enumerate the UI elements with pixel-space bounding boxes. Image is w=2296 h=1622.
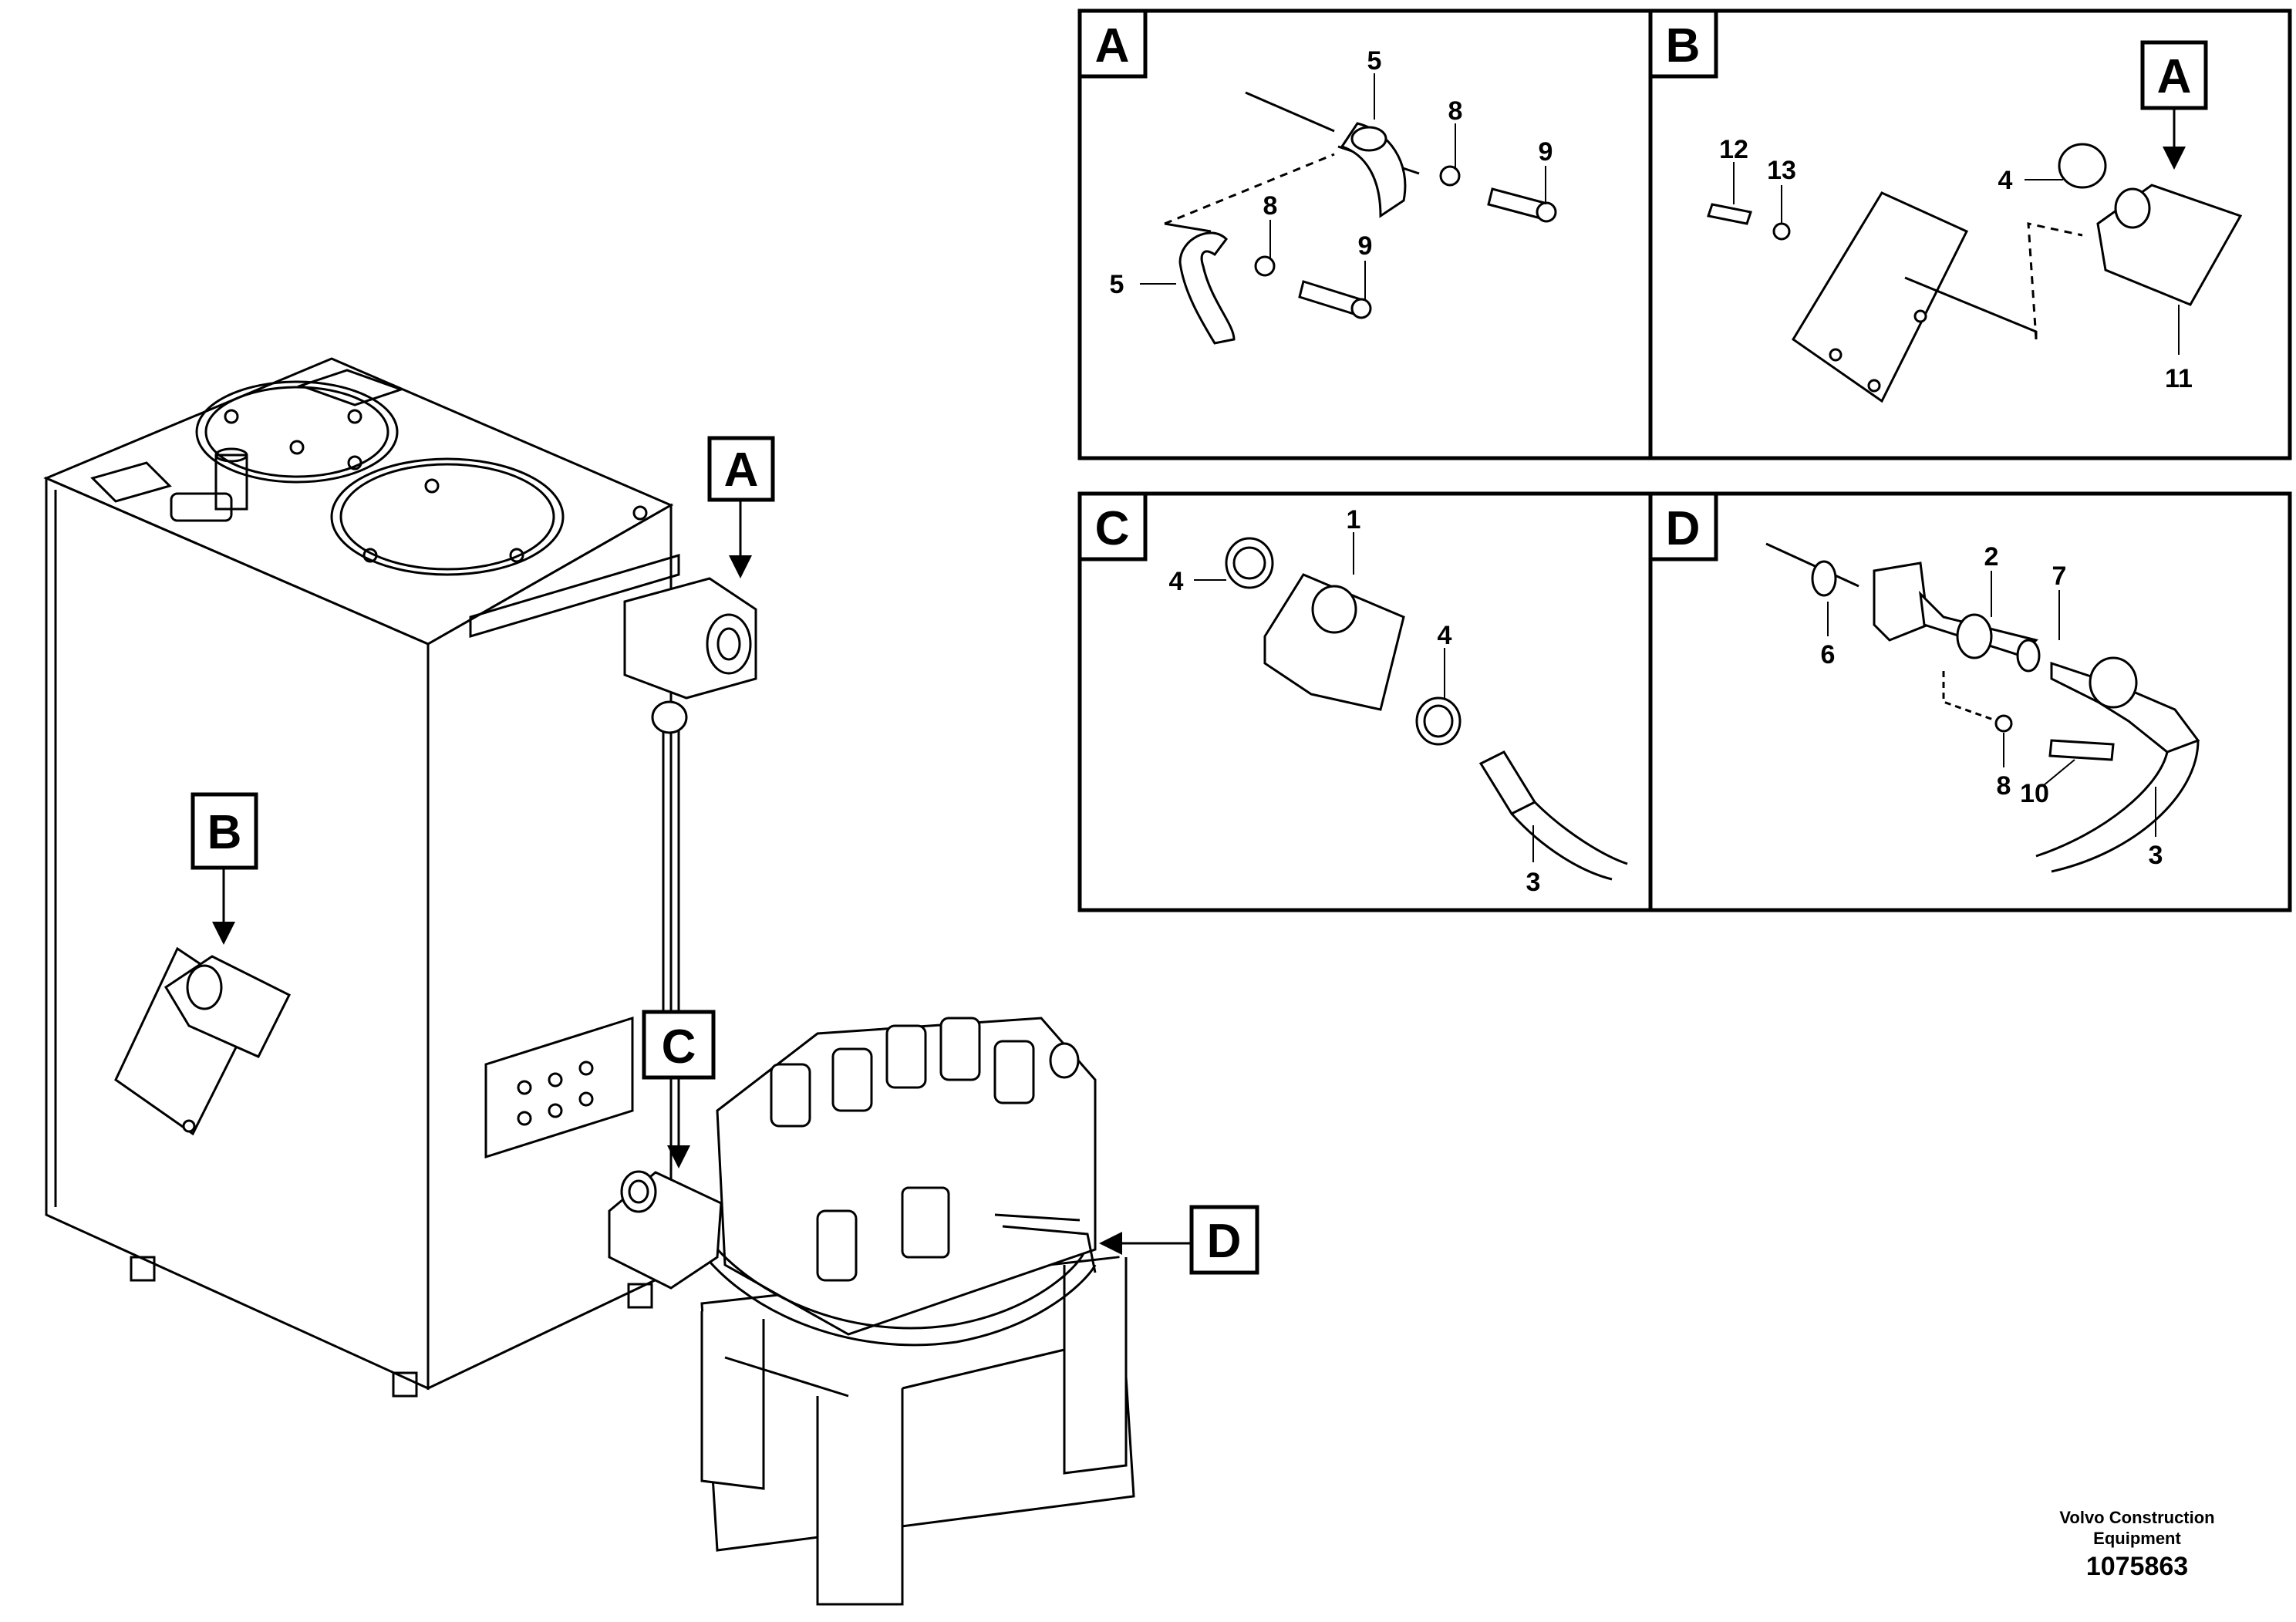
hose-assembly <box>693 1213 1097 1347</box>
callout-arrows <box>212 500 1192 1255</box>
svg-text:4: 4 <box>1169 567 1184 596</box>
hydraulic-tank <box>43 357 680 1398</box>
svg-text:4: 4 <box>1438 621 1452 650</box>
svg-text:12: 12 <box>1719 135 1748 164</box>
svg-text:C: C <box>662 1020 696 1074</box>
svg-text:3: 3 <box>1526 868 1541 897</box>
detail-panel-C: C 1 4 4 3 <box>1077 491 1653 912</box>
document-number: 1075863 <box>2085 1552 2189 1581</box>
svg-text:5: 5 <box>1110 270 1124 299</box>
svg-text:D: D <box>1666 502 1701 555</box>
svg-text:11: 11 <box>2165 364 2193 393</box>
svg-text:A: A <box>724 443 759 497</box>
sensor-block-B <box>114 946 292 1136</box>
svg-text:3: 3 <box>2149 841 2163 870</box>
tank-block-assembly <box>623 577 757 734</box>
svg-text:D: D <box>1207 1215 1242 1268</box>
svg-text:13: 13 <box>1767 156 1796 185</box>
detail-panel-D: D 2 7 6 8 10 3 <box>1648 491 2292 912</box>
callout-C: C <box>642 1010 716 1080</box>
credit-line-2: Equipment <box>2093 1529 2181 1548</box>
svg-text:B: B <box>207 806 242 859</box>
control-valve-stand <box>700 1017 1135 1606</box>
block-C <box>608 1170 723 1290</box>
svg-text:2: 2 <box>1984 542 1999 572</box>
svg-text:4: 4 <box>1998 166 2013 195</box>
svg-text:10: 10 <box>2020 779 2049 808</box>
svg-text:C: C <box>1095 502 1130 555</box>
svg-text:A: A <box>1095 19 1130 73</box>
svg-text:8: 8 <box>1448 96 1463 126</box>
detail-panel-A: A 5 8 9 5 8 9 <box>1077 8 1653 460</box>
svg-text:9: 9 <box>1358 231 1373 261</box>
svg-text:9: 9 <box>1539 137 1553 167</box>
svg-text:5: 5 <box>1367 46 1382 76</box>
svg-text:A: A <box>2157 50 2192 103</box>
svg-text:8: 8 <box>1263 191 1278 221</box>
callout-A: A <box>707 436 775 502</box>
svg-text:6: 6 <box>1821 640 1836 669</box>
callout-B: B <box>190 792 258 870</box>
callout-D: D <box>1189 1205 1259 1275</box>
detail-panel-B: B A 12 13 4 11 <box>1648 8 2292 460</box>
svg-text:B: B <box>1666 19 1701 73</box>
svg-text:1: 1 <box>1347 505 1361 534</box>
svg-text:7: 7 <box>2052 561 2067 591</box>
svg-text:8: 8 <box>1997 771 2011 801</box>
credit-line-1: Volvo Construction <box>2059 1508 2215 1527</box>
